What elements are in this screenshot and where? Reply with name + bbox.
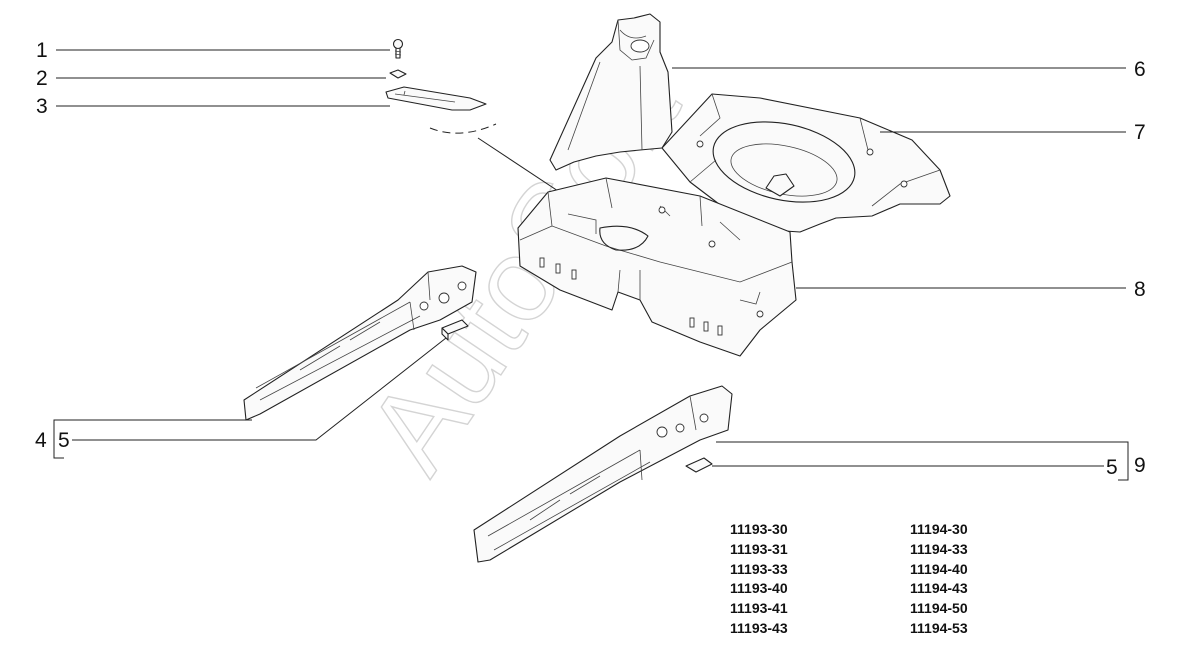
part-6-wheel-arch [549,13,673,171]
model-code-left: 11193-31 [730,540,788,557]
model-code-right: 11194-53 [910,619,968,636]
callout-5-right: 5 [1106,456,1118,479]
part-8-rear-floor [517,177,797,357]
model-code-right: 11194-43 [910,580,968,597]
model-code-left: 11193-41 [730,600,788,617]
part-1-screw [392,38,404,59]
part-2-clip [389,69,407,79]
callout-1: 1 [36,39,48,62]
part-7-trunk-floor [661,93,951,233]
callout-9: 9 [1134,454,1146,477]
model-code-right: 11194-40 [910,560,968,577]
part-4-left-rail [243,265,477,421]
model-code-left: 11193-40 [730,580,788,597]
model-code-left: 11193-43 [730,619,788,636]
model-code-left: 11193-30 [730,521,788,537]
callout-5-left: 5 [58,429,70,452]
part-9-right-rail [473,385,733,563]
model-code-right: 11194-50 [910,600,968,617]
part-5-left-insert [441,319,469,341]
callout-4: 4 [35,429,47,452]
leader-lines [53,49,1129,481]
callout-6: 6 [1134,58,1146,81]
model-code-left: 11193-33 [730,560,788,577]
part-5-right-insert [685,457,713,473]
callout-8: 8 [1134,278,1146,301]
part-3-bracket [385,86,487,111]
callout-7: 7 [1134,121,1146,144]
callout-3: 3 [36,95,48,118]
model-code-right: 11194-33 [910,540,968,557]
model-codes-table: 11193-30 11194-30 11193-31 11194-33 1119… [730,520,1050,639]
callout-2: 2 [36,67,48,90]
model-code-right: 11194-30 [910,521,968,537]
